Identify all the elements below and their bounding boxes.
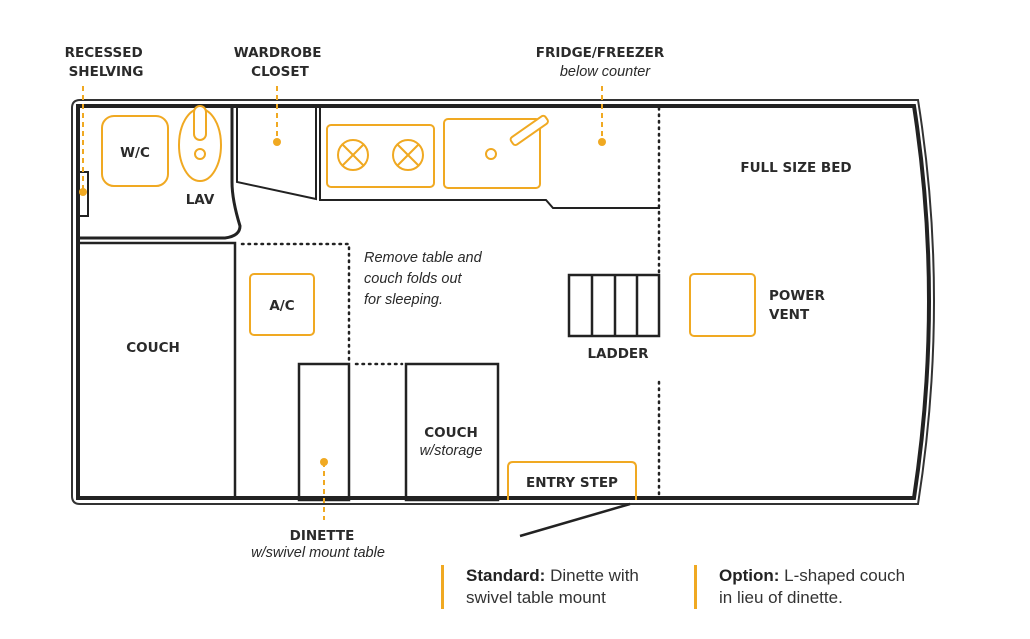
burner-icon — [337, 139, 369, 171]
lav-label: LAV — [186, 192, 215, 208]
ladder-label: LADDER — [587, 346, 649, 362]
power-vent — [689, 273, 756, 337]
ac-label: A/C — [269, 298, 294, 314]
sleeping-note: Remove table and couch folds out for sle… — [364, 250, 486, 308]
couch-left — [78, 241, 237, 500]
standard-note-text: Dinette with swivel table mount — [466, 566, 639, 607]
power-vent-label: POWER VENT — [769, 288, 830, 323]
entry-door — [519, 502, 631, 538]
sink-faucet — [509, 114, 549, 146]
outer-wall — [71, 99, 935, 505]
sink-drain — [485, 148, 497, 160]
recessed-shelving-dot — [79, 188, 87, 196]
burner-icon — [392, 139, 424, 171]
wc-label: W/C — [120, 145, 150, 161]
fridge-freezer-label: FRIDGE/FREEZER — [536, 45, 665, 61]
fridge-dot — [598, 138, 606, 146]
option-note: Option: L-shaped couch in lieu of dinett… — [694, 565, 919, 609]
entry-step-label: ENTRY STEP — [526, 475, 618, 491]
wardrobe-dot — [273, 138, 281, 146]
dinette-sublabel: w/swivel mount table — [251, 545, 385, 561]
full-size-bed-label: FULL SIZE BED — [740, 160, 851, 176]
dinette-seat — [297, 362, 351, 502]
entry-step — [507, 461, 637, 500]
couch-storage-sublabel: w/storage — [420, 443, 483, 459]
couch-label: COUCH — [126, 340, 180, 356]
kitchen-sink — [443, 118, 541, 189]
standard-note: Standard: Dinette with swivel table moun… — [441, 565, 666, 609]
fridge-freezer-sublabel: below counter — [560, 64, 651, 80]
dinette-dot — [320, 458, 328, 466]
wardrobe-closet — [236, 106, 317, 201]
lav-faucet — [193, 105, 207, 141]
bathroom-wall — [78, 106, 242, 240]
option-note-label: Option: — [719, 566, 780, 585]
ac-unit — [249, 273, 315, 336]
wc-toilet — [101, 115, 169, 187]
couch-storage-label: COUCH — [424, 425, 478, 441]
kitchen-counter — [319, 106, 660, 209]
foldout-outline — [240, 242, 404, 366]
option-note-text: L-shaped couch in lieu of dinette. — [719, 566, 906, 607]
wardrobe-closet-label: WARDROBE CLOSET — [234, 45, 326, 80]
ladder-icon — [567, 273, 661, 338]
dinette-label: DINETTE — [290, 528, 355, 544]
stove — [326, 124, 435, 188]
standard-note-label: Standard: — [466, 566, 546, 585]
recessed-shelving-label: RECESSED SHELVING — [65, 45, 148, 80]
couch-storage — [404, 362, 500, 502]
inner-wall — [76, 104, 931, 500]
lav-drain — [194, 148, 206, 160]
